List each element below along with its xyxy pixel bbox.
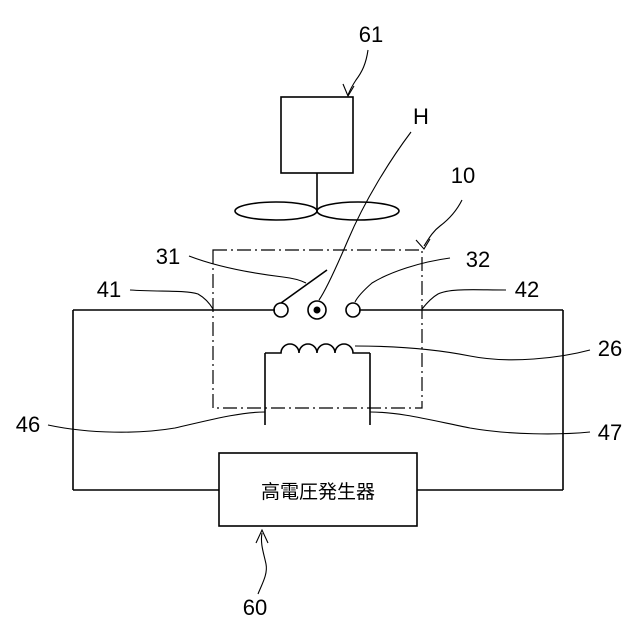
leader-26 [355,346,590,360]
leader-60 [258,533,266,594]
leader-61 [348,50,368,95]
leader-31 [189,256,306,283]
label-46: 46 [16,412,40,437]
leader-42 [422,290,506,309]
fan-blade-left [235,202,317,220]
label-41: 41 [97,277,121,302]
label-61: 61 [359,22,383,47]
label-26: 26 [598,336,622,361]
leader-46 [48,412,265,432]
leader-H [319,132,411,300]
label-10: 10 [451,163,475,188]
label-32: 32 [466,247,490,272]
label-H: H [413,104,429,129]
label-42: 42 [515,277,539,302]
label-60: 60 [243,595,267,620]
ion-source-dot [314,307,321,314]
electrode-left [274,303,288,317]
coil [265,344,370,353]
electrode-right [346,303,360,317]
leader-41 [130,290,213,309]
label-47: 47 [598,420,622,445]
leader-47 [370,412,590,434]
label-31: 31 [156,244,180,269]
fan-motor-box [281,97,353,173]
generator-text: 高電圧発生器 [261,481,375,503]
